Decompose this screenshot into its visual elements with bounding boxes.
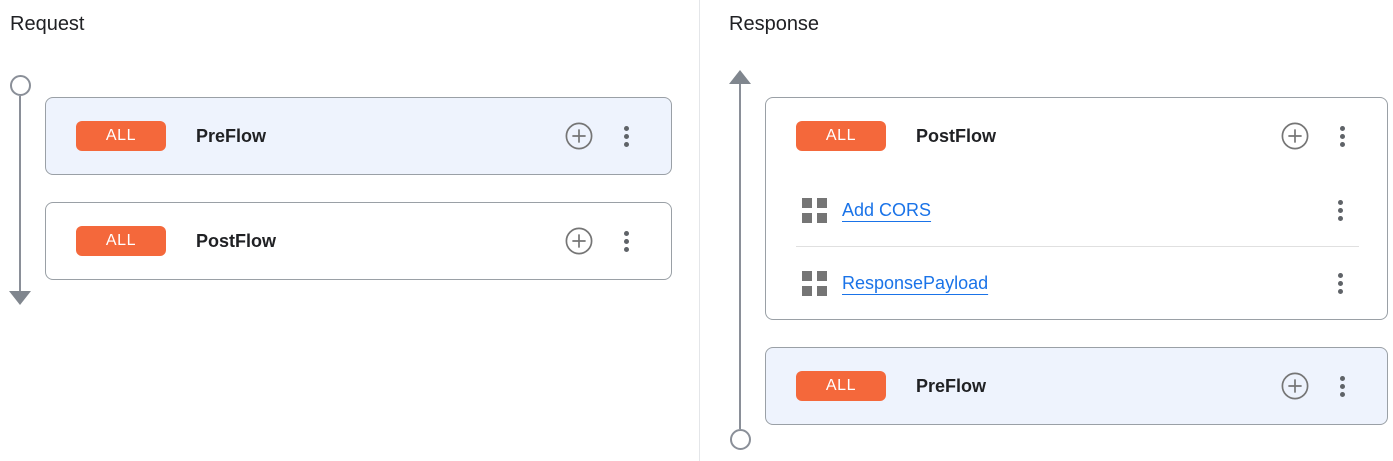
more-options-button[interactable] <box>1336 199 1345 222</box>
response-timeline <box>729 70 751 450</box>
request-flow-list: ALL PreFlow ALL PostFlow <box>45 97 672 280</box>
add-policy-button[interactable] <box>565 227 593 255</box>
flow-card-response-postflow[interactable]: ALL PostFlow Add CORS <box>765 97 1388 320</box>
response-panel-title: Response <box>729 13 820 35</box>
policy-grid-icon <box>802 270 827 296</box>
flow-name: PreFlow <box>196 125 267 146</box>
condition-badge: ALL <box>76 121 166 151</box>
flow-header: ALL PostFlow <box>46 203 671 279</box>
plus-circle-icon <box>565 227 593 255</box>
add-policy-button[interactable] <box>565 122 593 150</box>
add-policy-button[interactable] <box>1281 372 1309 400</box>
flow-name: PostFlow <box>196 230 276 251</box>
more-options-button[interactable] <box>1338 375 1347 398</box>
policy-link-response-payload[interactable]: ResponsePayload <box>842 272 989 293</box>
flow-line <box>19 96 21 291</box>
policy-row-response-payload[interactable]: ResponsePayload <box>766 247 1387 319</box>
arrow-up-icon <box>729 70 751 84</box>
response-panel: Response ALL PostFlow <box>701 0 1393 461</box>
flow-header: ALL PostFlow <box>766 98 1387 174</box>
flow-name: PostFlow <box>916 125 996 146</box>
more-options-button[interactable] <box>622 125 631 148</box>
request-panel: Request ALL PreFlow <box>9 0 700 461</box>
policy-row-divider <box>796 246 1359 247</box>
flow-start-circle-icon <box>729 429 751 450</box>
policy-link-add-cors[interactable]: Add CORS <box>842 199 932 220</box>
plus-circle-icon <box>565 122 593 150</box>
request-timeline <box>9 75 31 305</box>
more-options-button[interactable] <box>622 230 631 253</box>
condition-badge: ALL <box>76 226 166 256</box>
flow-line <box>739 84 741 429</box>
flow-card-request-preflow[interactable]: ALL PreFlow <box>45 97 672 175</box>
response-flow-list: ALL PostFlow Add CORS <box>765 97 1388 425</box>
plus-circle-icon <box>1281 372 1309 400</box>
flow-start-circle-icon <box>9 75 31 96</box>
flow-header: ALL PreFlow <box>46 98 671 174</box>
arrow-down-icon <box>9 291 31 305</box>
policy-grid-icon <box>802 197 827 223</box>
request-panel-title: Request <box>10 13 85 35</box>
add-policy-button[interactable] <box>1281 122 1309 150</box>
condition-badge: ALL <box>796 121 886 151</box>
flow-card-request-postflow[interactable]: ALL PostFlow <box>45 202 672 280</box>
condition-badge: ALL <box>796 371 886 401</box>
more-options-button[interactable] <box>1338 125 1347 148</box>
flow-card-response-preflow[interactable]: ALL PreFlow <box>765 347 1388 425</box>
more-options-button[interactable] <box>1336 272 1345 295</box>
flow-name: PreFlow <box>916 375 987 396</box>
flow-header: ALL PreFlow <box>766 348 1387 424</box>
policy-row-add-cors[interactable]: Add CORS <box>766 174 1387 246</box>
plus-circle-icon <box>1281 122 1309 150</box>
